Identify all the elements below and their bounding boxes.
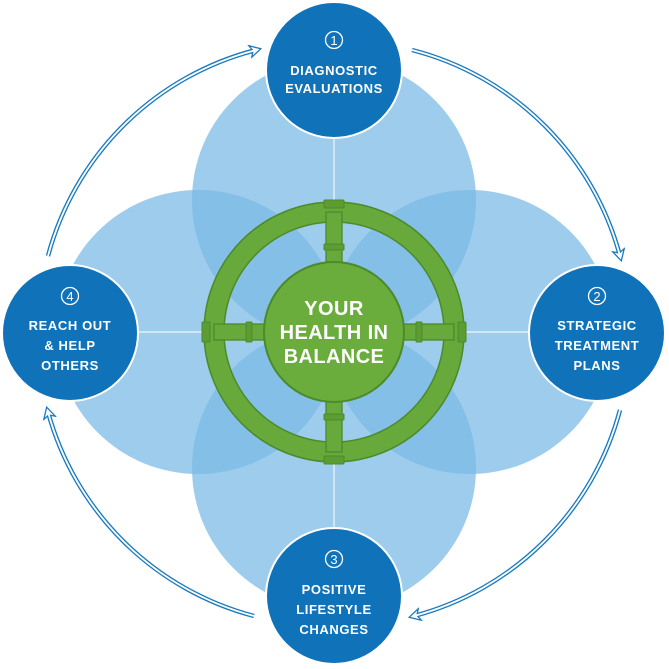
- node-1-number-badge: [324, 30, 344, 50]
- node-4-line-1: REACH OUT: [29, 318, 112, 333]
- node-3-number: 3: [330, 552, 337, 567]
- wheel-spokes: [213, 211, 455, 453]
- center-line-3: BALANCE: [284, 346, 385, 368]
- node-1: 1 DIAGNOSTIC EVALUATIONS: [265, 1, 403, 139]
- center-line-2: HEALTH IN: [280, 322, 389, 344]
- node-3-line-3: CHANGES: [299, 622, 368, 637]
- node-3-circle: [265, 527, 403, 665]
- node-3-line-2: LIFESTYLE: [296, 602, 371, 617]
- node-2: 2 STRATEGIC TREATMENT PLANS: [528, 264, 666, 402]
- node-1-number: 1: [330, 33, 337, 48]
- center-label: YOUR HEALTH IN BALANCE: [280, 298, 389, 368]
- node-2-line-3: PLANS: [573, 358, 620, 373]
- node-4: 4 REACH OUT & HELP OTHERS: [1, 264, 139, 402]
- node-3-line-1: POSITIVE: [302, 582, 367, 597]
- center-line-1: YOUR: [304, 298, 364, 320]
- balance-wheel: [201, 199, 467, 465]
- node-3: 3 POSITIVE LIFESTYLE CHANGES: [265, 527, 403, 665]
- node-4-line-3: OTHERS: [41, 358, 99, 373]
- node-2-line-2: TREATMENT: [555, 338, 640, 353]
- node-4-circle: [1, 264, 139, 402]
- node-2-number: 2: [593, 289, 600, 304]
- node-4-number: 4: [66, 289, 73, 304]
- wheel-joints: [201, 199, 467, 465]
- node-1-line-1: DIAGNOSTIC: [290, 63, 378, 78]
- node-4-number-badge: [60, 286, 80, 306]
- node-4-line-2: & HELP: [44, 338, 95, 353]
- node-1-circle: [265, 1, 403, 139]
- node-2-circle: [528, 264, 666, 402]
- node-2-number-badge: [587, 286, 607, 306]
- node-1-line-2: EVALUATIONS: [285, 81, 383, 96]
- node-3-number-badge: [324, 549, 344, 569]
- node-2-line-1: STRATEGIC: [557, 318, 637, 333]
- center-hub: [263, 261, 405, 403]
